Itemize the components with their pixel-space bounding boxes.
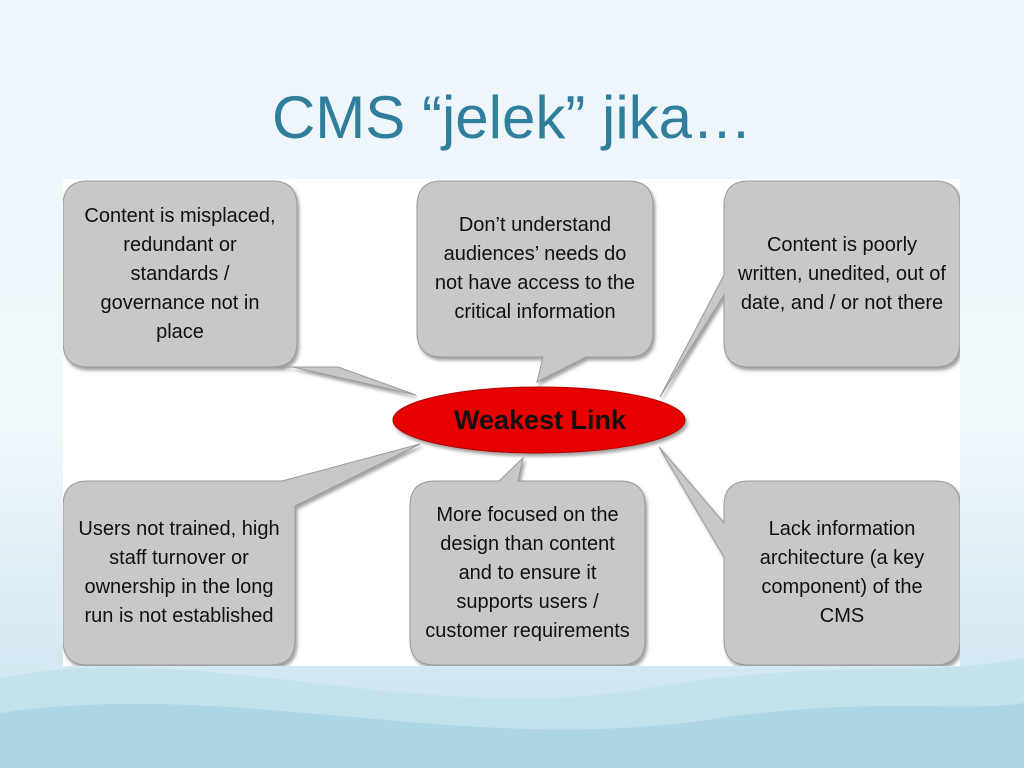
background-wave xyxy=(0,658,1024,768)
callout-shape-bottom-center xyxy=(409,456,646,666)
diagram-shapes xyxy=(63,180,960,666)
slide-title: CMS “jelek” jika… xyxy=(271,84,753,151)
weakest-link-diagram: Content is misplaced, redundant or stand… xyxy=(63,179,960,666)
weakest-link-ellipse xyxy=(392,386,686,454)
callout-bottom-right: Lack information architecture (a key com… xyxy=(759,518,925,627)
weakest-link-label: Weakest Link xyxy=(453,404,627,435)
callout-shape-top-right xyxy=(659,180,960,398)
callout-top-left: Content is misplaced, redundant or stand… xyxy=(84,204,276,343)
callout-shape-top-center xyxy=(416,180,654,383)
callout-shape-top-left xyxy=(63,180,417,396)
callout-shape-bottom-right xyxy=(658,446,960,666)
callout-shape-bottom-left xyxy=(63,443,421,666)
callout-top-right: Content is poorly written, unedited, out… xyxy=(738,233,946,314)
callout-top-center: Don’t understand audiences’ needs do not… xyxy=(434,214,636,323)
callout-bottom-left: Users not trained, high staff turnover o… xyxy=(78,518,280,627)
callout-bottom-center: More focused on the design than content … xyxy=(425,503,630,642)
